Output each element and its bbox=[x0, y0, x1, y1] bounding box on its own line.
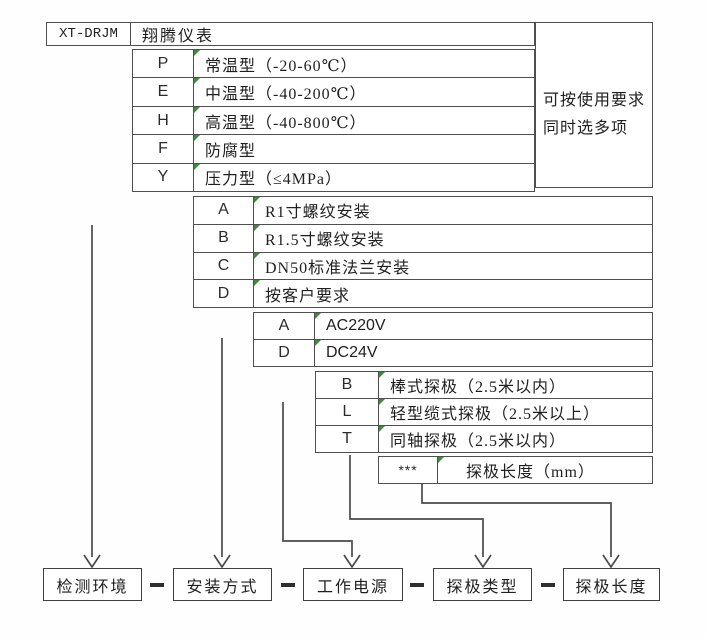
model-code: D bbox=[194, 280, 254, 307]
separator-dash bbox=[281, 583, 295, 587]
model-code: D bbox=[254, 340, 315, 366]
model-code-description: 棒式探极（2.5米以内） bbox=[379, 372, 652, 398]
brand-name: 翔腾仪表 bbox=[142, 28, 215, 45]
model-code-description: R1寸螺纹安装 bbox=[254, 197, 652, 224]
arrowhead-icon bbox=[343, 554, 361, 569]
model-code: B bbox=[316, 372, 379, 398]
bottom-label-1: 检测环境 bbox=[43, 568, 142, 601]
arrowhead-icon bbox=[474, 554, 492, 569]
model-code: B bbox=[194, 224, 254, 252]
model-code-description: DC24V bbox=[315, 340, 652, 366]
model-code-description: 高温型（-40-800℃） bbox=[194, 106, 534, 134]
arrowhead-icon bbox=[213, 554, 231, 569]
model-code: A bbox=[194, 197, 254, 224]
bottom-label-5: 探极长度 bbox=[563, 568, 660, 601]
side-note-line1: 可按使用要求 bbox=[543, 92, 646, 109]
arrowhead-icon bbox=[83, 554, 101, 569]
separator-dash bbox=[410, 583, 424, 587]
model-code-prefix: XT-DRJM bbox=[47, 23, 131, 45]
bottom-label-4: 探极类型 bbox=[433, 568, 532, 601]
model-code-description: AC220V bbox=[315, 313, 652, 339]
model-code: F bbox=[133, 135, 194, 163]
header-row: XT-DRJM 翔腾仪表 bbox=[46, 22, 535, 46]
model-code-description: R1.5寸螺纹安装 bbox=[254, 224, 652, 252]
model-code: *** bbox=[379, 457, 438, 483]
model-code: T bbox=[316, 426, 379, 452]
model-code: P bbox=[133, 50, 194, 78]
model-code-description: 压力型（≤4MPa） bbox=[194, 163, 534, 191]
bottom-label-3: 工作电源 bbox=[303, 568, 403, 601]
model-code: L bbox=[316, 399, 379, 425]
model-code: Y bbox=[133, 163, 194, 192]
side-note-line2: 同时选多项 bbox=[543, 120, 629, 137]
model-code: H bbox=[133, 106, 194, 135]
model-code-description: 中温型（-40-200℃） bbox=[194, 78, 534, 105]
model-code-description: 探极长度（mm） bbox=[438, 457, 652, 483]
model-code-description: 同轴探极（2.5米以内） bbox=[379, 426, 652, 452]
separator-dash bbox=[150, 583, 164, 587]
model-code-description: 防腐型 bbox=[194, 135, 534, 162]
model-code-description: 按客户要求 bbox=[254, 280, 652, 307]
separator-dash bbox=[541, 583, 555, 587]
arrowhead-icon bbox=[602, 554, 620, 569]
model-code: E bbox=[133, 78, 194, 106]
model-code: C bbox=[194, 252, 254, 280]
arrow-line-probe-length bbox=[421, 484, 612, 557]
model-code-description: 常温型（-20-60℃） bbox=[194, 50, 534, 77]
model-code: A bbox=[254, 313, 315, 339]
option-group-5: ***探极长度（mm） bbox=[378, 456, 653, 484]
side-note-box: 可按使用要求 同时选多项 bbox=[535, 22, 653, 188]
model-code-description: DN50标准法兰安装 bbox=[254, 252, 652, 280]
model-code-row: ***探极长度（mm） bbox=[379, 457, 652, 483]
bottom-label-2: 安装方式 bbox=[173, 568, 272, 601]
model-code-description: 轻型缆式探极（2.5米以上） bbox=[379, 399, 652, 425]
